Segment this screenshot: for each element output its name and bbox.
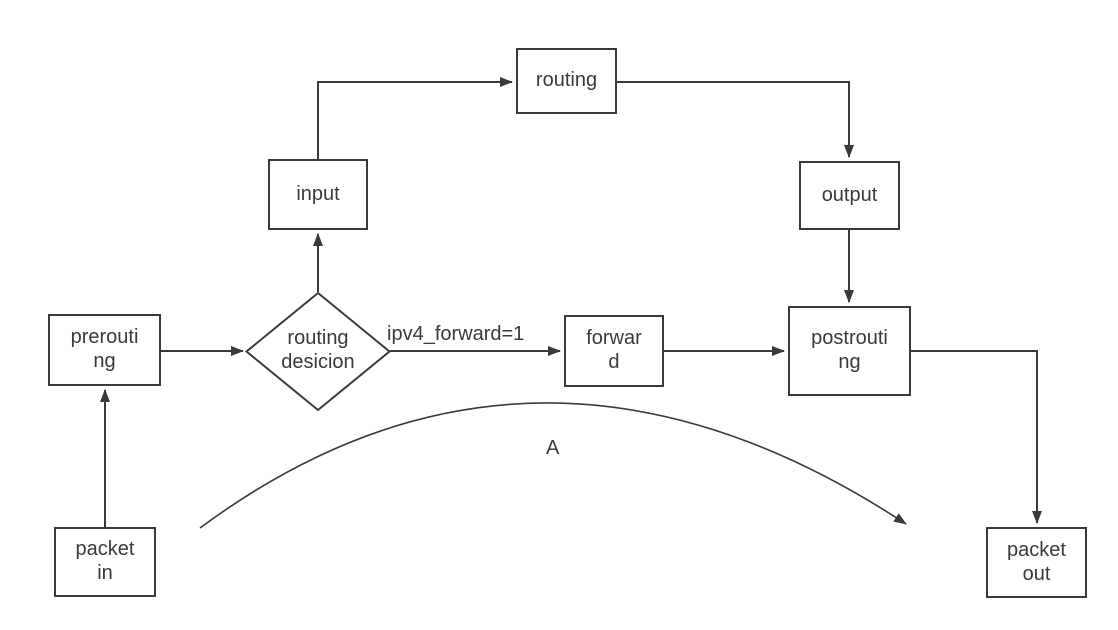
edge-bypass-arc	[199, 402, 907, 529]
edge-postrouting-packetout	[911, 350, 1042, 524]
node-output: output	[799, 161, 900, 230]
node-routing: routing	[516, 48, 617, 114]
node-prerouting: prerouti ng	[48, 314, 161, 386]
routing-decision-diamond	[244, 291, 392, 412]
node-routing-decision-label: routing desicion	[281, 327, 355, 373]
node-postrouting: postrouti ng	[788, 306, 911, 396]
node-input: input	[268, 159, 368, 230]
node-packet-out: packet out	[986, 527, 1087, 598]
node-packet-in: packet in	[54, 527, 156, 597]
node-forward: forwar d	[564, 315, 664, 387]
edge-label-a: A	[546, 437, 560, 459]
edge-routing-output	[617, 81, 854, 158]
edge-input-routing	[317, 77, 513, 159]
edge-label-ipv4-forward: ipv4_forward=1	[387, 323, 525, 345]
